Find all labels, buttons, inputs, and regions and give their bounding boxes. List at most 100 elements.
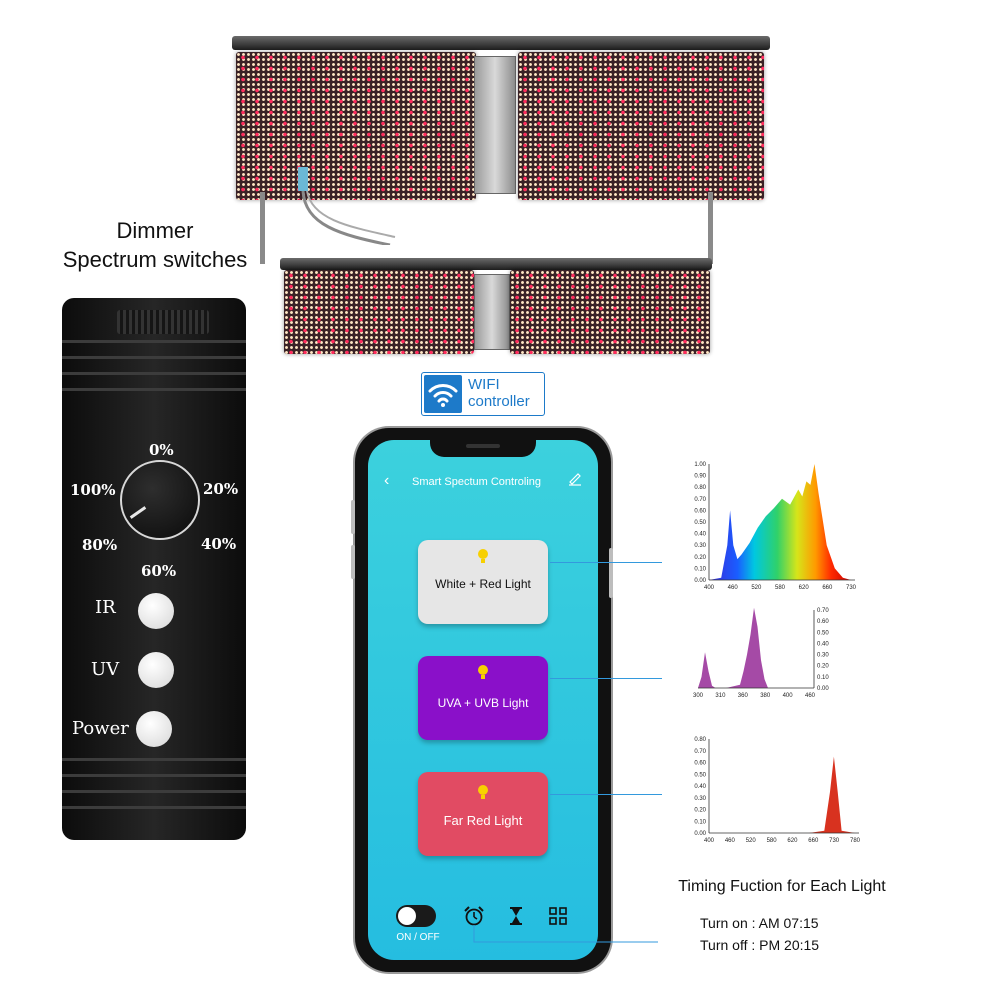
dimmer-controller [62, 298, 246, 840]
led-panel-bottom-right [510, 270, 710, 354]
dimmer-knob[interactable] [120, 460, 200, 540]
y-tick-label: 0.10 [694, 566, 706, 572]
wifi-text: WIFI controller [468, 376, 530, 410]
wifi-controller-badge: WIFI controller [421, 372, 545, 416]
x-tick-label: 400 [783, 693, 794, 699]
y-tick-label: 0.20 [817, 664, 829, 670]
uv-label: UV [91, 659, 120, 680]
x-tick-label: 620 [799, 585, 810, 591]
on-off-toggle[interactable] [396, 905, 436, 927]
bulb-icon [478, 549, 488, 563]
groove [62, 806, 246, 809]
timing-title: Timing Fuction for Each Light [678, 878, 886, 895]
dimmer-title-line1: Dimmer [116, 218, 194, 243]
x-tick-label: 300 [693, 693, 704, 699]
x-tick-label: 460 [725, 838, 736, 844]
x-tick-label: 400 [704, 585, 715, 591]
grow-light-fixture [228, 32, 774, 354]
groove [62, 340, 246, 343]
driver-box-top [474, 56, 516, 194]
groove [62, 356, 246, 359]
back-chevron-icon[interactable]: ‹ [384, 472, 390, 489]
y-tick-label: 0.50 [817, 630, 829, 636]
y-tick-label: 0.80 [694, 485, 706, 491]
y-tick-label: 0.70 [817, 608, 829, 614]
hourglass-icon[interactable] [508, 906, 524, 929]
frame-side-right [708, 192, 713, 264]
card-label: UVA + UVB Light [437, 696, 529, 710]
uva-uvb-light-card[interactable]: UVA + UVB Light [418, 656, 548, 740]
alarm-clock-icon[interactable] [463, 905, 485, 930]
dimmer-title: Dimmer Spectrum switches [40, 216, 270, 274]
y-tick-label: 0.10 [694, 819, 706, 825]
turn-off-time: Turn off : PM 20:15 [700, 937, 820, 953]
y-tick-label: 1.00 [694, 462, 706, 468]
connector-line [550, 794, 662, 795]
led-panel-bottom-left [284, 270, 474, 354]
x-tick-label: 310 [715, 693, 726, 699]
vent-grill [117, 310, 209, 334]
y-tick-label: 0.20 [694, 555, 706, 561]
ir-button[interactable] [138, 593, 174, 629]
connector-line [550, 678, 662, 679]
dial-label-20: 20% [203, 480, 239, 498]
uv-button[interactable] [138, 652, 174, 688]
spectrum-area [709, 756, 855, 833]
uv-spectrum-chart: 0.00 0.10 0.20 0.30 0.40 0.50 0.60 0.70 300 310 36… [693, 607, 829, 699]
turn-on-time: Turn on : AM 07:15 [700, 915, 819, 931]
bulb-icon [478, 785, 488, 799]
spectrum-area [698, 607, 810, 688]
y-tick-label: 0.30 [817, 653, 829, 659]
y-tick-label: 0.60 [817, 619, 829, 625]
cable [298, 167, 396, 245]
far-red-light-card[interactable]: Far Red Light [418, 772, 548, 856]
power-key [609, 548, 613, 598]
x-tick-label: 660 [822, 585, 833, 591]
x-tick-label: 520 [746, 838, 757, 844]
wifi-line2: controller [468, 393, 530, 410]
y-tick-label: 0.60 [694, 761, 706, 767]
y-tick-label: 0.90 [694, 474, 706, 480]
card-label: Far Red Light [443, 813, 523, 828]
connector-line [550, 562, 662, 563]
spectrum-area [709, 464, 851, 580]
driver-box-bottom [474, 274, 510, 350]
y-tick-label: 0.50 [694, 772, 706, 778]
top-rail [232, 36, 770, 50]
x-tick-label: 460 [805, 693, 816, 699]
power-button[interactable] [136, 711, 172, 747]
x-tick-label: 400 [704, 838, 715, 844]
y-tick-label: 0.10 [817, 675, 829, 681]
bulb-icon [478, 665, 488, 679]
y-tick-label: 0.00 [817, 686, 829, 692]
x-tick-label: 380 [760, 693, 771, 699]
white-red-light-card[interactable]: White + Red Light [418, 540, 548, 624]
x-tick-label: 360 [738, 693, 749, 699]
y-tick-label: 0.20 [694, 808, 706, 814]
groove [62, 388, 246, 391]
groove [62, 790, 246, 793]
grid-icon[interactable] [548, 906, 568, 929]
dial-label-40: 40% [201, 535, 237, 553]
x-tick-label: 580 [775, 585, 786, 591]
card-label: White + Red Light [435, 577, 531, 591]
y-tick-label: 0.00 [694, 831, 706, 837]
groove [62, 774, 246, 777]
x-tick-label: 460 [728, 585, 739, 591]
x-tick-label: 580 [767, 838, 778, 844]
y-tick-label: 0.40 [817, 641, 829, 647]
x-tick-label: 520 [751, 585, 762, 591]
timing-connector [473, 925, 658, 943]
y-tick-label: 0.50 [694, 520, 706, 526]
y-tick-label: 0.30 [694, 543, 706, 549]
ir-label: IR [95, 597, 116, 618]
edit-icon[interactable] [568, 470, 582, 486]
frame-side-left [260, 192, 265, 264]
groove [62, 372, 246, 375]
app-title: Smart Spectum Controling [412, 476, 541, 488]
y-tick-label: 0.60 [694, 508, 706, 514]
led-panel-top-right [518, 52, 764, 200]
volume-key [351, 545, 355, 579]
y-tick-label: 0.40 [694, 784, 706, 790]
